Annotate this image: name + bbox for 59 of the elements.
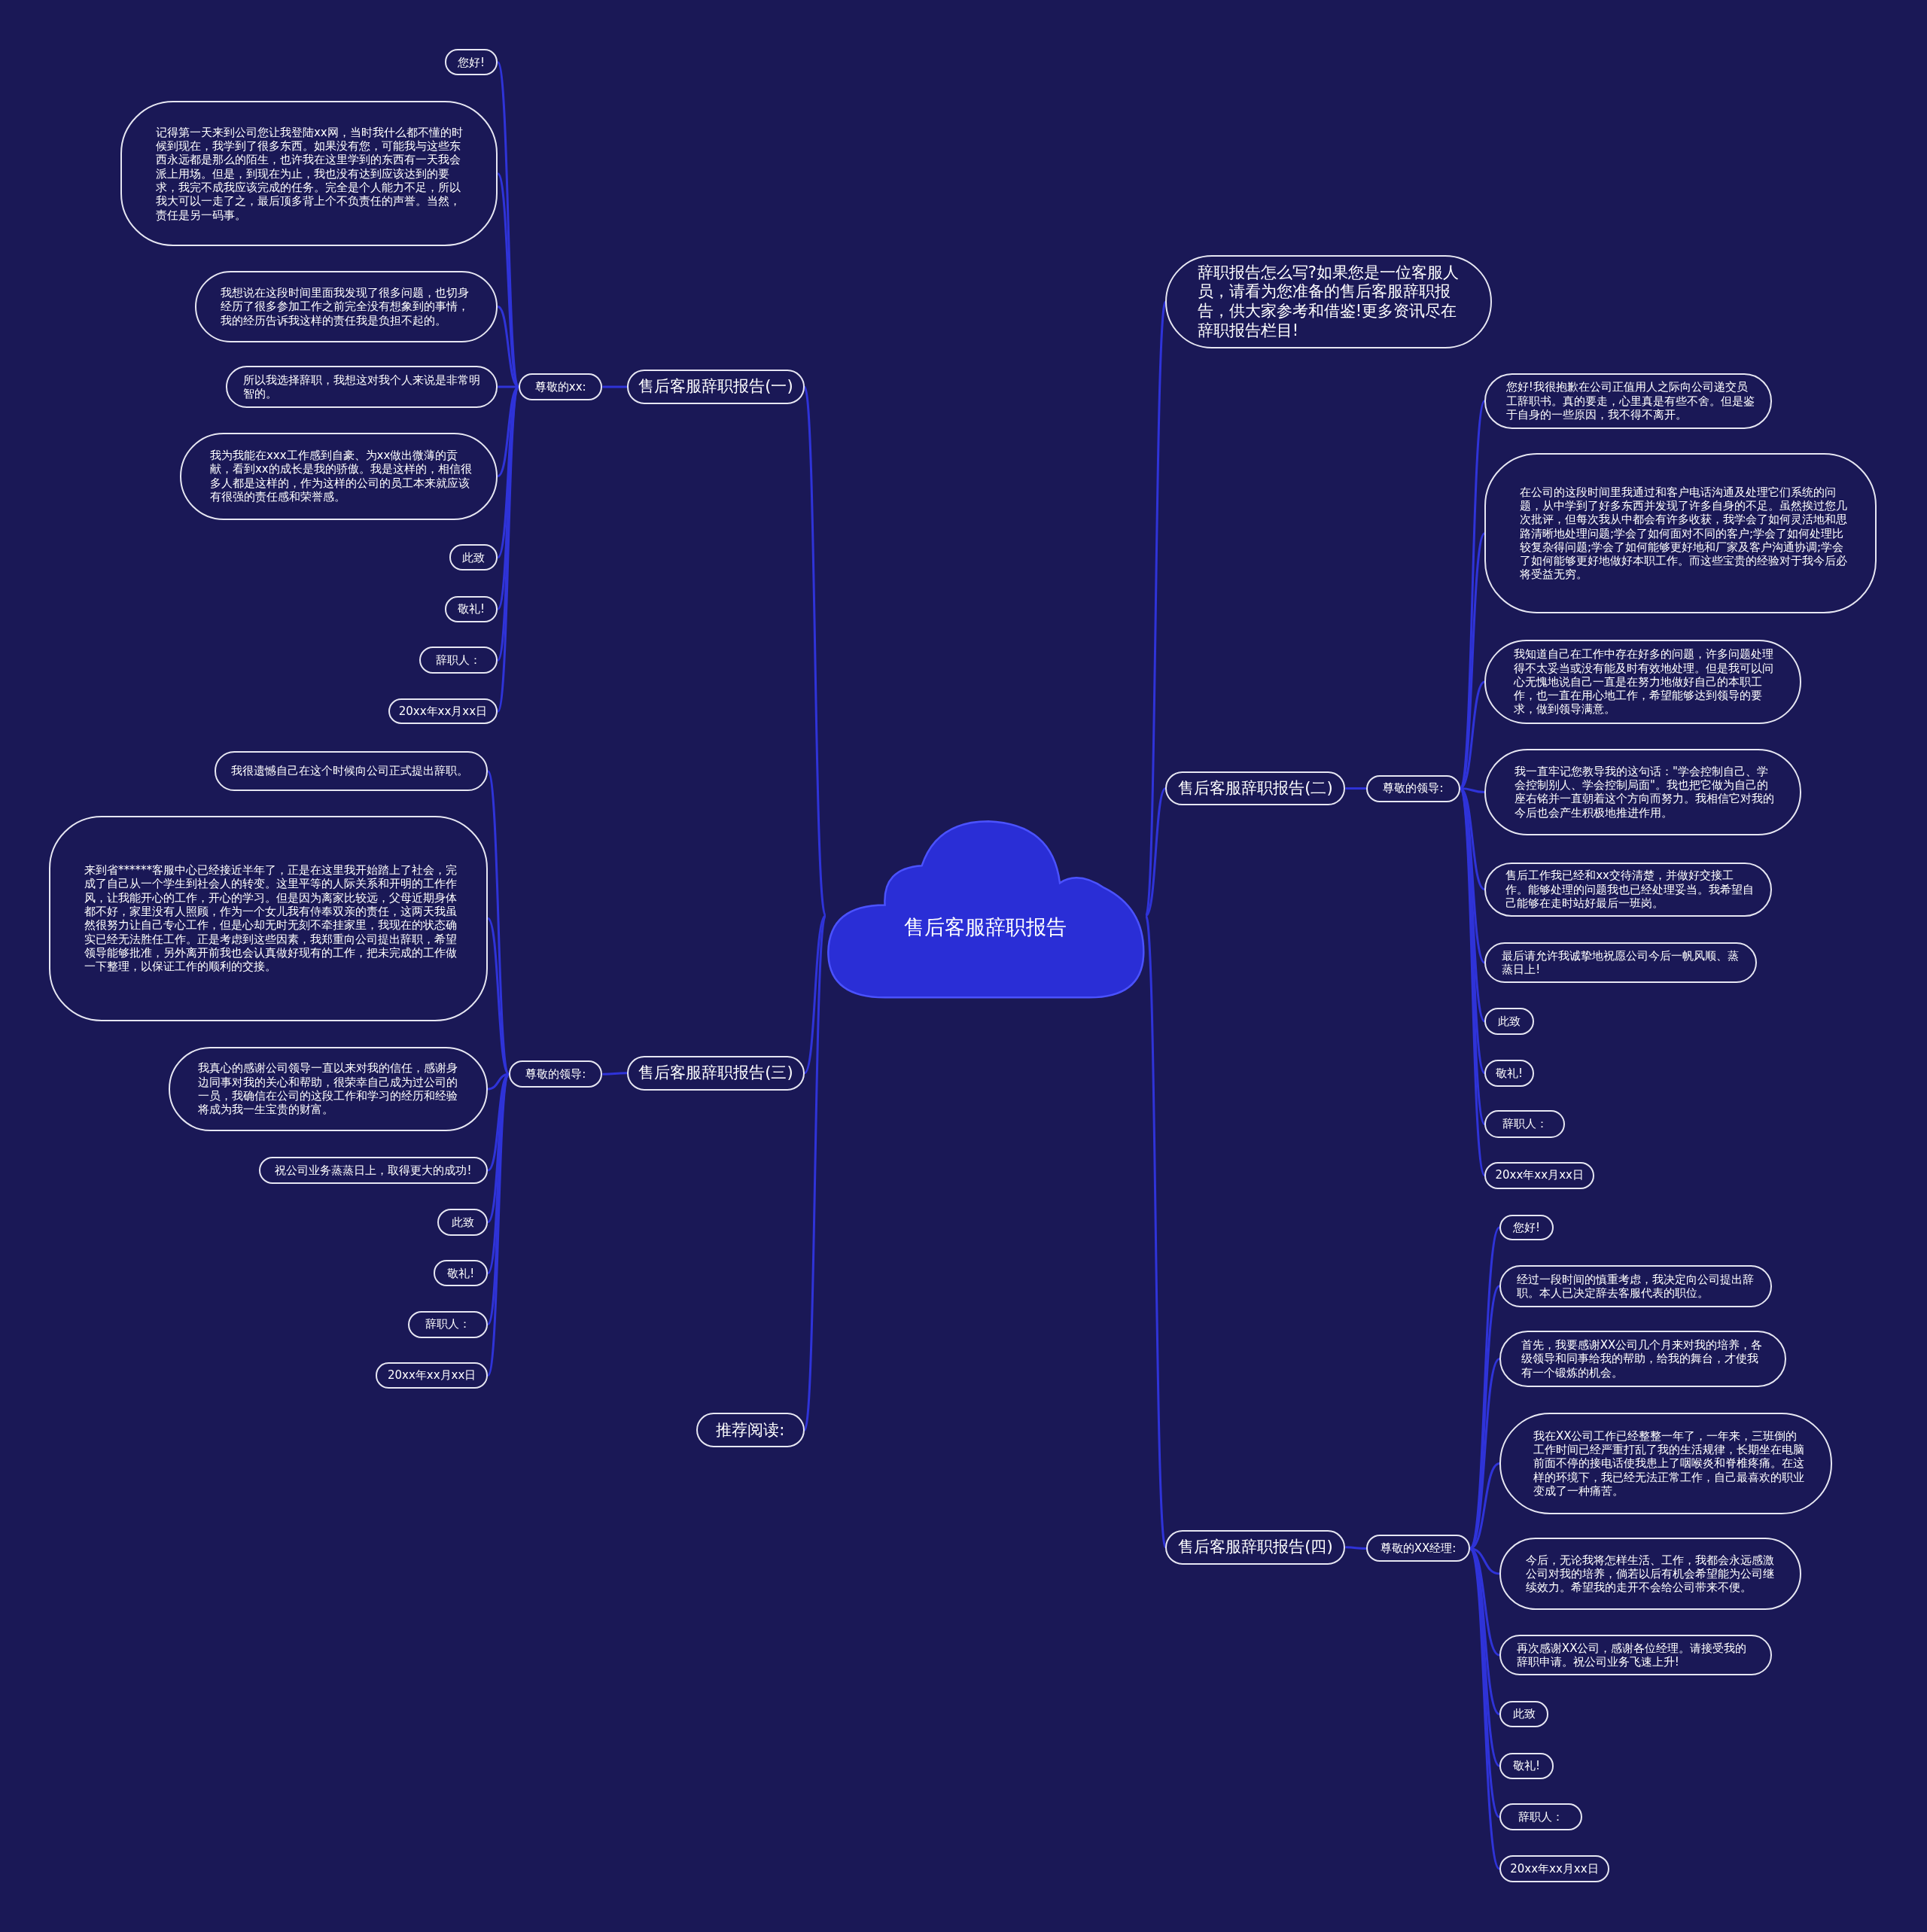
text-bubble: 敬礼!: [1484, 1059, 1534, 1087]
greeting-label: 尊敬的领导:: [509, 1060, 603, 1088]
connector-line: [602, 1072, 628, 1076]
text-bubble: 今后，无论我将怎样生活、工作，我都会永远感激公司对我的培养，倘若以后有机会希望能为公司继续效力。希望我的走开不会给公司带来不便。: [1499, 1537, 1802, 1611]
text-bubble: 我一直牢记您教导我的这句话："学会控制自己、学会控制别人、学会控制局面"。我也把它做为自己的座右铭并一直朝着这个方向而努力。我相信它对我的今后也会产生积极地推进作用。: [1484, 749, 1802, 835]
connector-line: [803, 914, 827, 1074]
connector-line: [602, 385, 628, 388]
greeting-label: 尊敬的xx:: [519, 373, 603, 400]
text-bubble: 辞职人：: [1499, 1803, 1582, 1831]
text-bubble: 您好!: [444, 49, 498, 75]
branch-topic: 售后客服辞职报告(三): [627, 1055, 805, 1091]
text-bubble: 售后工作我已经和xx交待清楚，并做好交接工作。能够处理的问题我也已经处理妥当。我希望自己能够在走时站好最后一班岗。: [1484, 862, 1772, 917]
text-bubble: 此致: [437, 1208, 489, 1236]
branch-topic: 售后客服辞职报告(一): [627, 370, 805, 404]
connector-line: [803, 386, 827, 917]
connector-line: [1144, 301, 1167, 917]
text-bubble: 您好!我很抱歉在公司正值用人之际向公司递交员工辞职书。真的要走，心里真是有些不舍。但是鉴于自身的一些原因，我不得不离开。: [1484, 373, 1772, 429]
text-bubble: 首先，我要感谢XX公司几个月来对我的培养，各级领导和同事给我的帮助，给我的舞台，才使我有一个锻炼的机会。: [1499, 1330, 1787, 1388]
text-bubble: 此致: [1499, 1701, 1549, 1727]
branch-topic: 售后客服辞职报告(二): [1165, 771, 1346, 806]
connector-line: [486, 771, 510, 1075]
text-bubble: 我在XX公司工作已经整整一年了，一年来，三班倒的工作时间已经严重打乱了我的生活规律，长期坐在电脑前面不停的接电话使我患上了咽喉炎和脊椎疼痛。在这样的环境下，我已经无法正常工作，自己最喜欢的职业变成了一种痛苦。: [1499, 1413, 1832, 1514]
text-bubble: 敬礼!: [1499, 1753, 1554, 1779]
greeting-label: 尊敬的XX经理:: [1366, 1535, 1470, 1562]
text-bubble: 20xx年xx月xx日: [388, 698, 498, 725]
text-bubble: 此致: [1484, 1007, 1534, 1035]
text-bubble: 敬礼!: [444, 596, 498, 622]
connector-line: [1144, 915, 1167, 1548]
text-bubble: 敬礼!: [434, 1260, 489, 1286]
branch-topic: 售后客服辞职报告(四): [1165, 1529, 1346, 1565]
text-bubble: 经过一段时间的慎重考虑，我决定向公司提出辞职。本人已决定辞去客服代表的职位。: [1499, 1265, 1772, 1307]
intro-bubble: 辞职报告怎么写?如果您是一位客服人员，请看为您准备的售后客服辞职报告，供大家参考和借鉴!更多资讯尽在辞职报告栏目!: [1165, 254, 1493, 349]
text-bubble: 20xx年xx月xx日: [1484, 1161, 1595, 1189]
connector-line: [1145, 787, 1167, 917]
greeting-label: 尊敬的领导:: [1366, 774, 1460, 802]
text-bubble: 辞职人：: [419, 647, 498, 674]
text-bubble: 来到省******客服中心已经接近半年了，正是在这里我开始踏上了社会，完成了自己从一个学生到社会人的转变。这里平等的人际关系和开明的工作作风，让我能开心的工作，开心的学习。但是因为离家比较远，父母近期身体都不好，家里没有人照顾，作为一个女儿我有侍奉双亲的责任，这两天我虽然很努力让自己专心工作，但是心却无时无刻不牵挂家里，我现在的状态确实已经无法胜任工作。正是考虑到这些因素，我郑重向公司提出辞职，希望领导能够批准，另外离开前我也会认真做好现有的工作，把未完成的工作做一下整理，以保证工作的顺利的交接。: [49, 815, 489, 1021]
text-bubble: 此致: [449, 544, 498, 570]
text-bubble: 辞职人：: [1484, 1109, 1565, 1139]
connector-line: [1345, 1546, 1367, 1550]
text-bubble: 祝公司业务蒸蒸日上，取得更大的成功!: [258, 1156, 489, 1184]
branch-topic: 推荐阅读:: [696, 1413, 805, 1448]
central-topic-cloud: 售后客服辞职报告: [825, 819, 1146, 1001]
text-bubble: 您好!: [1499, 1214, 1554, 1241]
text-bubble: 我想说在这段时间里面我发现了很多问题，也切身经历了很多参加工作之前完全没有想象到的事情，我的经历告诉我这样的责任我是负担不起的。: [194, 271, 498, 342]
text-bubble: 最后请允许我诚挚地祝愿公司今后一帆风顺、蒸蒸日上!: [1484, 942, 1758, 984]
text-bubble: 辞职人：: [407, 1310, 489, 1338]
text-bubble: 所以我选择辞职，我想这对我个人来说是非常明智的。: [225, 366, 498, 408]
text-bubble: 我为我能在xxx工作感到自豪、为xx做出微薄的贡献，看到xx的成长是我的骄傲。我是这样的，相信很多人都是这样的，作为这样的公司的员工本来就应该有很强的责任感和荣誉感。: [179, 432, 498, 520]
connector-line: [803, 915, 827, 1431]
text-bubble: 20xx年xx月xx日: [1499, 1855, 1609, 1883]
text-bubble: 20xx年xx月xx日: [376, 1362, 489, 1389]
text-bubble: 记得第一天来到公司您让我登陆xx网，当时我什么都不懂的时候到现在，我学到了很多东西。如果没有您，可能我与这些东西永远都是那么的陌生，也许我在这里学到的东西有一天我会派上用场。但是，到现在为止，我也没有达到应该达到的要求，我完不成我应该完成的任务。完全是个人能力不足，所以我大可以一走了之，最后顶多背上个不负责任的声誉。当然，责任是另一码事。: [120, 101, 498, 247]
text-bubble: 我很遗憾自己在这个时候向公司正式提出辞职。: [214, 751, 489, 791]
connector-line: [1345, 787, 1367, 790]
text-bubble: 再次感谢XX公司，感谢各位经理。请接受我的辞职申请。祝公司业务飞速上升!: [1499, 1635, 1772, 1676]
text-bubble: 我真心的感谢公司领导一直以来对我的信任，感谢身边同事对我的关心和帮助，很荣幸自己成为过公司的一员，我确信在公司的这段工作和学习的经历和经验将成为我一生宝贵的财富。: [169, 1047, 489, 1131]
text-bubble: 我知道自己在工作中存在好多的问题，许多问题处理得不太妥当或没有能及时有效地处理。但是我可以问心无愧地说自己一直是在努力地做好自己的本职工作，也一直在用心地工作，希望能够达到领导的要求，做到领导满意。: [1484, 639, 1802, 725]
text-bubble: 在公司的这段时间里我通过和客户电话沟通及处理它们系统的问题，从中学到了好多东西并发现了许多自身的不足。虽然挨过您几次批评，但每次我从中都会有许多收获，我学会了如何灵活地和思路清晰地处理问题;学会了如何面对不同的客户;学会了如何处理比较复杂得问题;学会了如何能够更好地和厂家及客户沟通协调;学会了如何能够更好地做好本职工作。而这些宝贵的经验对于我今后必将受益无穷。: [1484, 453, 1877, 614]
